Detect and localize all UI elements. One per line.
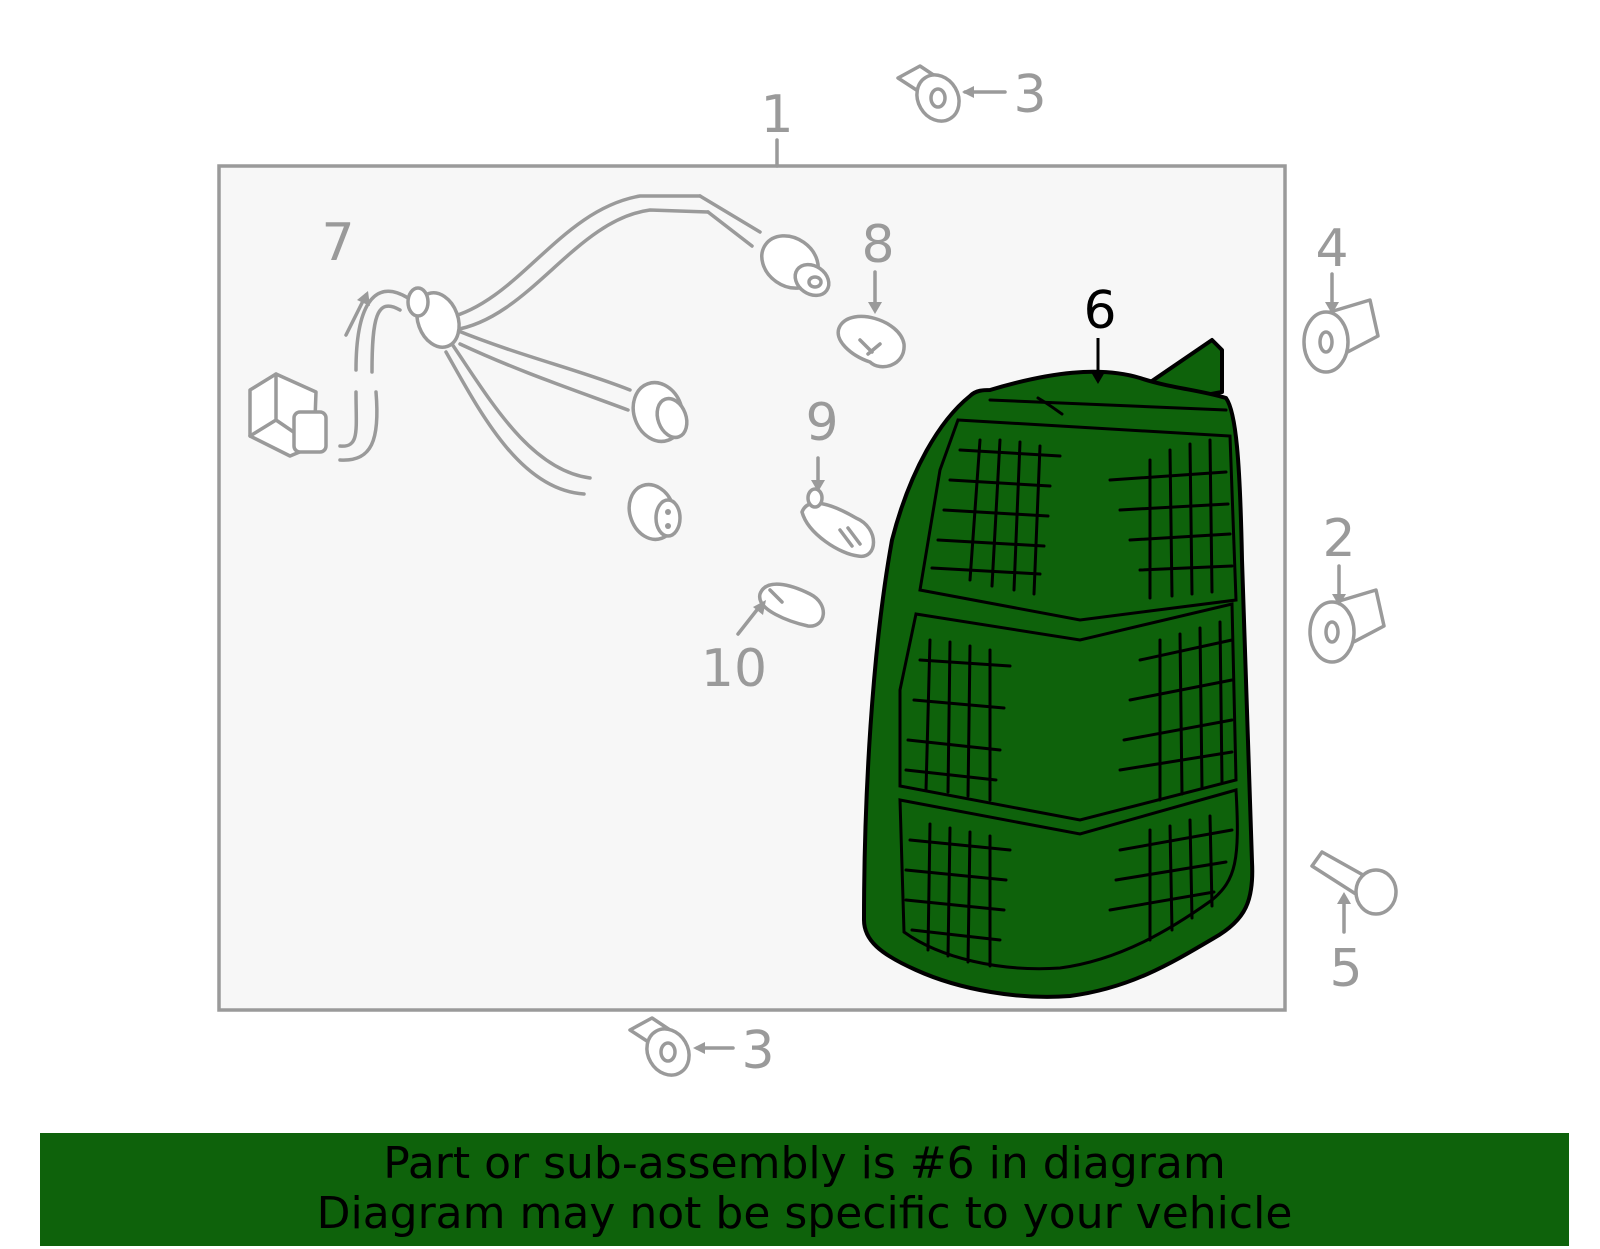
callout-5: 5 <box>1329 939 1362 999</box>
tail-lamp-body <box>862 369 1255 999</box>
callout-3-bottom: 3 <box>741 1021 774 1081</box>
bulb-part-10 <box>736 582 826 636</box>
callout-6: 6 <box>1083 281 1116 341</box>
callout-2: 2 <box>1322 509 1355 569</box>
screw-part-5 <box>1310 850 1398 934</box>
banner-line-1: Part or sub-assembly is #6 in diagram <box>383 1138 1226 1189</box>
wire-harness-part-7 <box>248 194 831 542</box>
callout-1: 1 <box>760 85 793 145</box>
clip-part-3-bottom <box>628 1016 735 1077</box>
callout-3-top: 3 <box>1013 65 1046 125</box>
callout-4: 4 <box>1315 219 1348 279</box>
callout-8: 8 <box>861 215 894 275</box>
callout-9: 9 <box>805 393 838 453</box>
fastener-part-2 <box>1308 564 1386 664</box>
callout-7: 7 <box>321 213 354 273</box>
clip-part-3-top <box>896 64 1007 123</box>
banner-line-2: Diagram may not be specific to your vehi… <box>316 1188 1293 1239</box>
info-banner: Part or sub-assembly is #6 in diagram Di… <box>40 1133 1569 1246</box>
bulb-part-9 <box>800 456 876 558</box>
callout-10: 10 <box>701 639 767 699</box>
bulb-part-8 <box>836 270 906 369</box>
fastener-part-4 <box>1302 272 1380 374</box>
tail-lamp-part-6 <box>862 338 1255 999</box>
